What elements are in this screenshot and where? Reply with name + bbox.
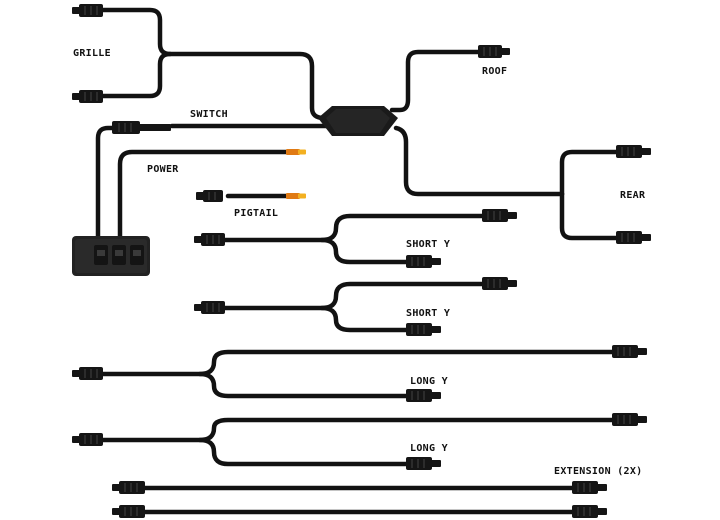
switch-panel-icon (72, 236, 150, 276)
grille-wire-top (97, 7, 327, 121)
connector-plug-icon (612, 413, 647, 426)
long-y-1-trunk (97, 349, 619, 377)
rocker-switch-icon (112, 245, 126, 265)
label-power: POWER (147, 164, 179, 175)
long-y-1-harness (97, 349, 619, 399)
roof-harness (389, 49, 481, 113)
connector-plug-icon (194, 301, 225, 314)
connector-plug-icon (72, 4, 103, 17)
connector-plug-icon (572, 481, 607, 494)
connector-plug-icon (482, 277, 517, 290)
short-y-1-trunk (219, 213, 487, 243)
rocker-switch-icon (130, 245, 144, 265)
connector-plug-icon (112, 505, 145, 518)
short-y-2-trunk (219, 281, 487, 311)
switch-wire-to-panel (95, 125, 119, 243)
rear-harness (393, 125, 623, 241)
junction-box-icon (318, 106, 398, 136)
connector-plug-icon (406, 255, 441, 268)
extension-harness (139, 485, 579, 515)
connector-plug-icon (112, 121, 171, 134)
connectors (72, 4, 651, 518)
labels: GRILLE SWITCH POWER ROOF REAR PIGTAIL SH… (73, 48, 646, 477)
connector-plug-icon (406, 457, 441, 470)
grille-harness (97, 7, 327, 121)
connector-plug-icon (72, 90, 103, 103)
long-y-2-harness (97, 417, 619, 467)
short-y-2-harness (219, 281, 487, 333)
switch-harness (95, 123, 329, 243)
label-pigtail: PIGTAIL (234, 208, 278, 219)
connector-plug-icon (406, 323, 441, 336)
long-y-2-trunk (97, 417, 619, 443)
connector-plug-icon (478, 45, 510, 58)
label-long-y-1: LONG Y (410, 376, 448, 387)
short-y-2-branch (319, 305, 413, 333)
pigtail-wire-tip-icon (286, 193, 306, 199)
connector-plug-icon (194, 233, 225, 246)
rear-wire-bottom (559, 191, 623, 241)
label-roof: ROOF (482, 66, 507, 77)
label-rear: REAR (620, 190, 646, 201)
rear-wire-main (393, 125, 565, 197)
connector-plug-icon (72, 433, 103, 446)
connector-plug-icon (572, 505, 607, 518)
rocker-switch-icon (94, 245, 108, 265)
label-short-y-2: SHORT Y (406, 308, 450, 319)
power-wire-tip-icon (286, 149, 306, 155)
connector-plug-icon (112, 481, 145, 494)
label-long-y-2: LONG Y (410, 443, 448, 454)
roof-wire (389, 49, 481, 113)
short-y-1-branch (319, 237, 413, 265)
connector-plug-icon (196, 190, 223, 202)
label-short-y-1: SHORT Y (406, 239, 450, 250)
power-wire (117, 149, 291, 243)
long-y-2-branch (197, 437, 413, 467)
grille-wire-bottom (97, 51, 173, 99)
long-y-1-branch (197, 371, 413, 399)
label-grille: GRILLE (73, 48, 111, 59)
connector-plug-icon (612, 345, 647, 358)
connector-plug-icon (72, 367, 103, 380)
label-switch: SWITCH (190, 109, 228, 120)
connector-plug-icon (616, 231, 651, 244)
power-harness (117, 149, 291, 243)
label-extension: EXTENSION (2X) (554, 466, 643, 477)
connector-plug-icon (406, 389, 441, 402)
short-y-1-harness (219, 213, 487, 265)
rear-wire-top (559, 149, 623, 197)
connector-plug-icon (616, 145, 651, 158)
connector-plug-icon (482, 209, 517, 222)
